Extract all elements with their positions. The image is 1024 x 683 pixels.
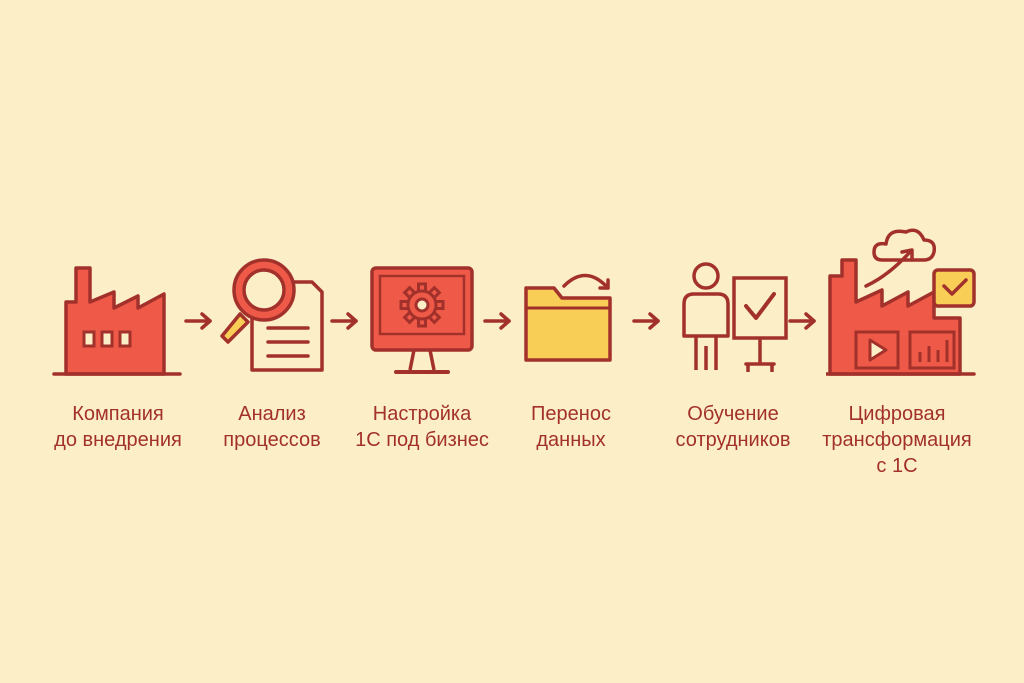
presenter-board-icon (682, 262, 788, 372)
arrow-right-icon (483, 312, 511, 330)
arrow-right-icon (788, 312, 816, 330)
step-label-training: Обучение сотрудников (675, 403, 791, 451)
step-label-migration: Перенос данных (531, 403, 611, 451)
arrow-right-icon (330, 312, 358, 330)
folder-arrow-icon (524, 273, 612, 362)
monitor-gear-icon (370, 266, 474, 374)
factory-icon (52, 266, 182, 376)
arrow-right-icon (632, 312, 660, 330)
step-label-setup: Настройка 1С под бизнес (355, 403, 489, 451)
digital-factory-icon (826, 228, 976, 376)
magnifier-document-icon (220, 258, 324, 372)
arrow-right-icon (184, 312, 212, 330)
step-label-transformation: Цифровая трансформация с 1С (822, 403, 972, 477)
step-label-company: Компания до внедрения (54, 403, 182, 451)
step-label-analysis: Анализ процессов (223, 403, 321, 451)
